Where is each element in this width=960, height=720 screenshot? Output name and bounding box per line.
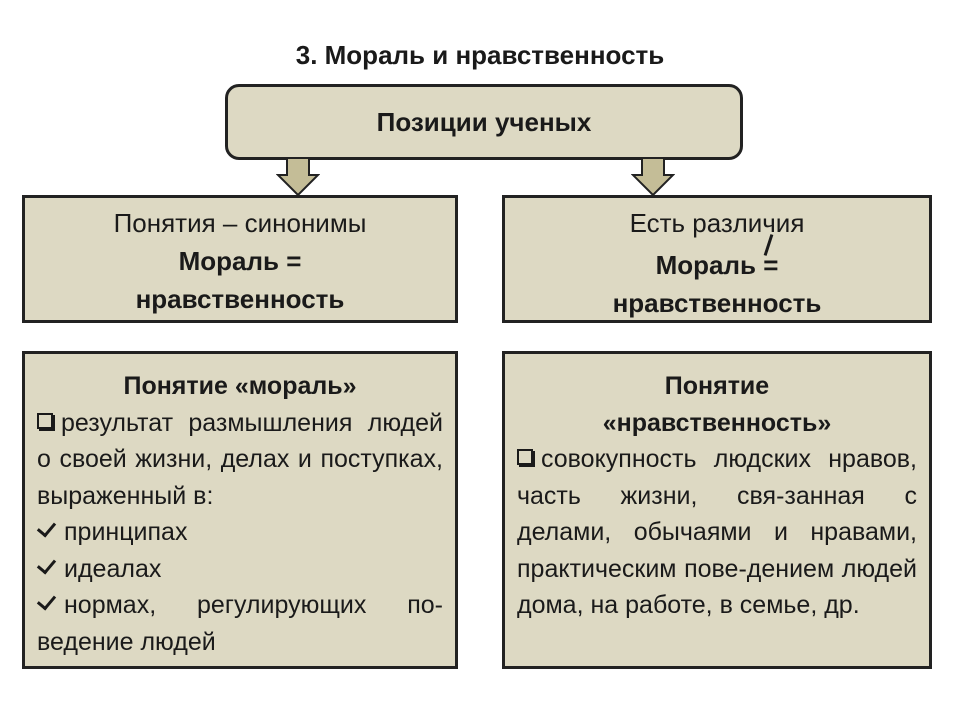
ethics-definition: совокупность людских нравов, часть жизни…	[517, 441, 917, 624]
checkmark-icon	[36, 590, 57, 611]
ethics-definition-text: совокупность людских нравов, часть жизни…	[517, 445, 917, 619]
morality-not-equal-line: Мораль =	[505, 234, 929, 284]
list-item: идеалах	[36, 551, 443, 588]
scientists-positions-label: Позиции ученых	[376, 106, 592, 137]
ethics-concept-box: Понятие «нравственность» совокупность лю…	[502, 351, 932, 669]
differences-heading: Есть различия	[629, 208, 805, 238]
square-bullet-icon	[517, 449, 533, 465]
morality-concept-header: Понятие «мораль»	[123, 372, 357, 400]
morality-word: Мораль	[655, 250, 756, 280]
list-item-text: идеалах	[64, 554, 162, 583]
morality-definition: результат размышления людей о своей жизн…	[37, 405, 443, 515]
list-item: принципах	[36, 514, 443, 551]
ethics-word: нравственность	[135, 284, 345, 314]
scientists-positions-box: Позиции ученых	[225, 84, 743, 160]
synonyms-box: Понятия – синонимы Мораль = нравственнос…	[22, 195, 458, 323]
morality-definition-text: результат размышления людей о своей жизн…	[37, 408, 443, 510]
list-item: нормах, регулирующих по-ведение людей	[36, 587, 443, 660]
arrow-down-right-icon	[631, 157, 675, 197]
differences-box: Есть различия Мораль = нравственность	[502, 195, 932, 323]
list-item-text: принципах	[64, 518, 188, 546]
ethics-word-right: нравственность	[612, 288, 822, 318]
slide-title: 3. Мораль и нравственность	[295, 40, 665, 70]
arrow-down-left-icon	[276, 157, 320, 197]
list-item-text: нормах, регулирующих по-ведение людей	[37, 591, 443, 656]
ethics-concept-header-line2: «нравственность»	[602, 408, 832, 437]
synonyms-heading: Понятия – синонимы	[113, 208, 367, 238]
morality-equals-line: Мораль =	[178, 246, 302, 276]
not-equal-base: =	[763, 250, 779, 280]
morality-concept-box: Понятие «мораль» результат размышления л…	[22, 351, 458, 669]
checkmark-icon	[36, 553, 57, 575]
ethics-concept-header-line1: Понятие	[664, 372, 770, 400]
not-equal-sign: =	[763, 234, 779, 284]
checkmark-icon	[36, 517, 57, 538]
square-bullet-icon	[37, 412, 53, 429]
